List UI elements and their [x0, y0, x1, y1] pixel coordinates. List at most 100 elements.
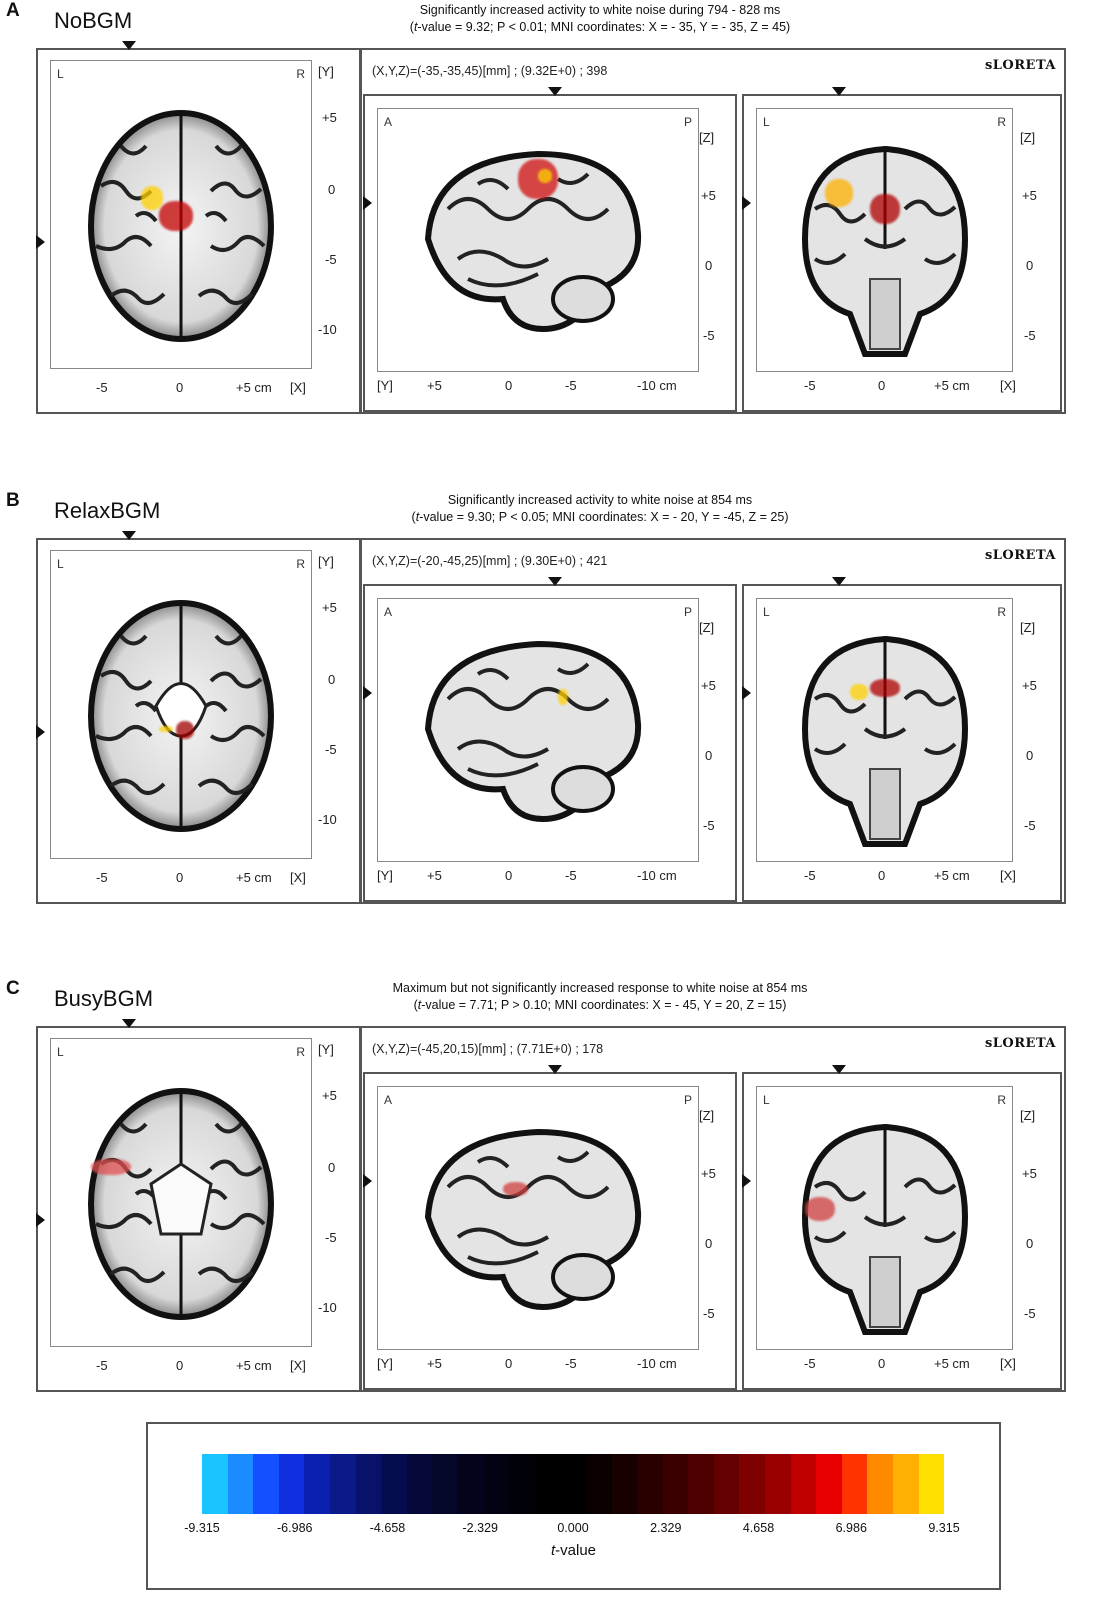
y-axis-tag: [Y]	[377, 868, 393, 883]
y-tick: -10	[318, 812, 337, 827]
coronal-brain	[795, 629, 975, 854]
panel-letter: A	[6, 0, 20, 21]
z-tick: -5	[1024, 818, 1036, 833]
panel-caption: Maximum but not significantly increased …	[392, 981, 808, 1012]
colorbar-swatch	[867, 1454, 894, 1514]
x-axis-tag: [X]	[1000, 1356, 1016, 1371]
coronal-view: L R [Z] +5 0 -5 -5 0	[742, 87, 1062, 412]
coronal-image-frame: L R	[756, 1086, 1013, 1350]
x-tick: -5	[96, 1358, 108, 1373]
x-tick: -5	[96, 380, 108, 395]
sagittal-coronal-views: (X,Y,Z)=(-45,20,15)[mm] ; (7.71E+0) ; 17…	[361, 1026, 1066, 1392]
colorbar-swatch	[816, 1454, 842, 1514]
sagittal-view: A P [Z] +5 0 -5 [Y] +5	[363, 1065, 737, 1390]
slice-marker-icon	[832, 577, 846, 586]
x-axis-tag: [X]	[290, 380, 306, 395]
activation-blob	[558, 689, 568, 705]
y-tick: 0	[328, 182, 336, 197]
x-tick: +5 cm	[236, 870, 272, 885]
panel-letter: C	[6, 978, 20, 999]
y-tick: -10	[318, 1300, 337, 1315]
axial-brain-image	[88, 1088, 274, 1320]
slice-marker-icon	[832, 87, 846, 96]
x-tick: -5	[565, 868, 577, 883]
sagittal-view: A P [Z] +5 0 -5 [Y] +5	[363, 577, 737, 902]
x-tick: -5	[565, 1356, 577, 1371]
colorbar-swatch	[278, 1454, 305, 1514]
z-tick: -5	[703, 328, 715, 343]
x-tick: -5	[804, 378, 816, 393]
colorbar-swatch	[253, 1454, 279, 1514]
sloreta-logo: sLORETA	[984, 1036, 1056, 1051]
corner-label-left: L	[57, 557, 64, 571]
x-tick: +5	[427, 868, 442, 883]
coronal-image-frame: L R	[756, 108, 1013, 372]
slice-marker-icon	[122, 531, 136, 540]
sagittal-brain-image	[424, 150, 642, 333]
colorbar-swatch	[893, 1454, 919, 1514]
x-tick: 0	[176, 1358, 184, 1373]
x-tick: 0	[878, 1356, 886, 1371]
colorbar-swatch	[713, 1454, 740, 1514]
sagittal-image-frame: A P	[377, 1086, 699, 1350]
corner-label-right: R	[296, 557, 305, 571]
colorbar-swatch	[329, 1454, 356, 1514]
slice-marker-icon	[548, 87, 562, 96]
coronal-brain-image	[801, 145, 969, 357]
activation-blob	[870, 194, 900, 224]
z-axis-tag: [Z]	[699, 130, 715, 145]
coronal-brain-image	[801, 635, 969, 847]
colorbar-tick-label: -6.986	[277, 1521, 313, 1535]
colorbar-swatch	[841, 1454, 868, 1514]
y-tick: -5	[325, 742, 337, 757]
y-axis-tag: [Y]	[318, 554, 334, 569]
slice-marker-icon	[742, 686, 751, 700]
peak-info: (X,Y,Z)=(-45,20,15)[mm] ; (7.71E+0) ; 17…	[372, 1042, 604, 1056]
sagittal-image-frame: A P	[377, 598, 699, 862]
colorbar-swatch	[790, 1454, 817, 1514]
slice-marker-icon	[742, 196, 751, 210]
x-axis-tag: [X]	[1000, 378, 1016, 393]
colorbar-swatch	[432, 1454, 458, 1514]
slice-marker-icon	[742, 1174, 751, 1188]
z-tick: +5	[1022, 678, 1037, 693]
x-tick: -10 cm	[637, 1356, 677, 1371]
colorbar-swatch	[355, 1454, 382, 1514]
corner-label-left: L	[763, 605, 770, 619]
sagittal-brain-image	[424, 1128, 642, 1311]
axial-image-frame: L R	[50, 60, 312, 369]
coronal-image-frame: L R	[756, 598, 1013, 862]
corner-label-left: L	[57, 1045, 64, 1059]
y-tick: +5	[322, 110, 337, 125]
x-tick: +5	[427, 378, 442, 393]
colorbar-tick-label: 2.329	[650, 1521, 682, 1535]
colorbar-swatch	[406, 1454, 433, 1514]
slice-marker-icon	[363, 196, 372, 210]
x-tick: -10 cm	[637, 378, 677, 393]
peak-info: (X,Y,Z)=(-20,-45,25)[mm] ; (9.30E+0) ; 4…	[372, 554, 608, 568]
colorbar-tick-label: -9.315	[184, 1521, 220, 1535]
sagittal-coronal-views: (X,Y,Z)=(-35,-35,45)[mm] ; (9.32E+0) ; 3…	[361, 48, 1066, 414]
corner-label-right: R	[296, 1045, 305, 1059]
x-tick: -5	[804, 868, 816, 883]
corner-label-posterior: P	[683, 115, 692, 129]
z-axis-tag: [Z]	[1020, 130, 1036, 145]
coronal-brain-image	[801, 1123, 969, 1335]
x-tick: -5	[565, 378, 577, 393]
condition-title: RelaxBGM	[54, 498, 161, 523]
corner-label-right: R	[997, 115, 1006, 129]
slice-marker-icon	[548, 577, 562, 586]
colorbar-tick-label: -2.329	[462, 1521, 498, 1535]
activation-blob	[850, 684, 868, 700]
colorbar-swatch	[227, 1454, 254, 1514]
x-tick: 0	[505, 378, 513, 393]
activation-blob	[805, 1197, 835, 1221]
x-axis-tag: [X]	[290, 1358, 306, 1373]
y-tick: 0	[328, 1160, 336, 1175]
z-tick: 0	[1026, 748, 1034, 763]
y-axis-tag: [Y]	[377, 378, 393, 393]
corner-label-right: R	[997, 1093, 1006, 1107]
y-tick: -5	[325, 252, 337, 267]
slice-marker-icon	[832, 1065, 846, 1074]
